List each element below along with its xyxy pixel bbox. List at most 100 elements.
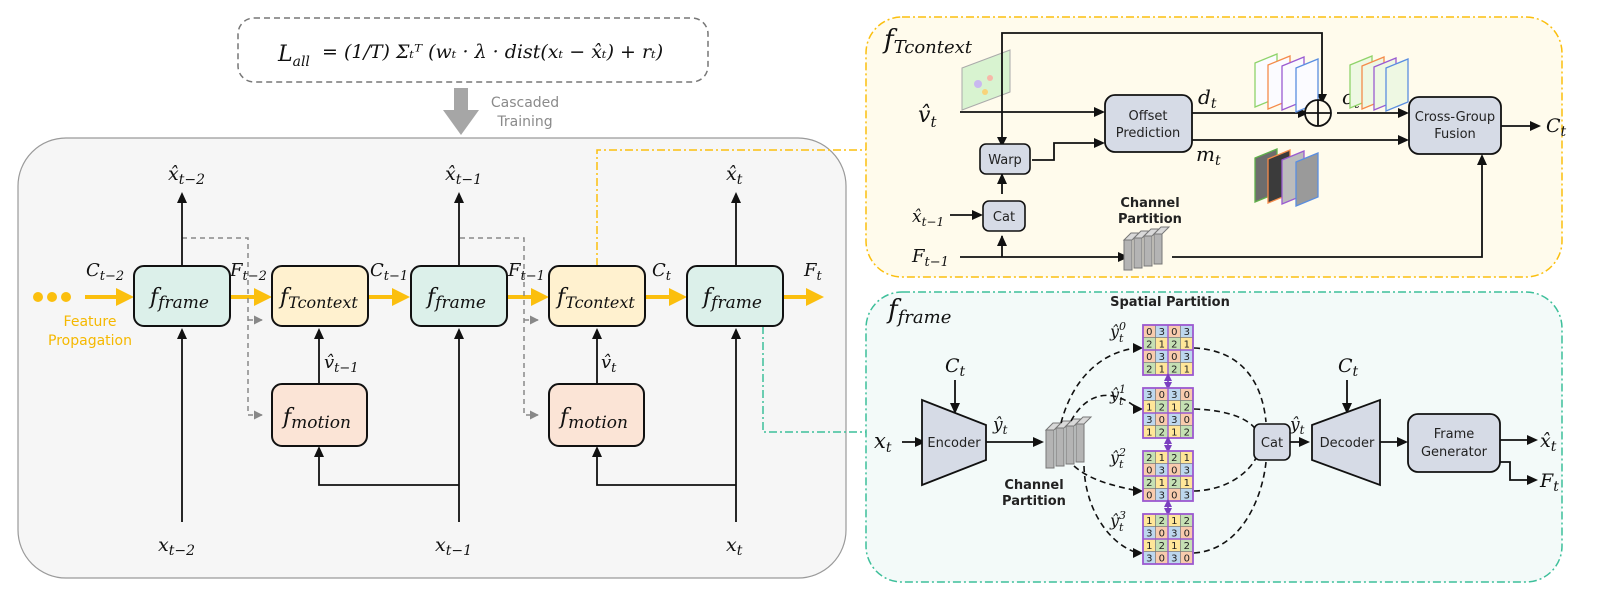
svg-text:Cross-Group: Cross-Group bbox=[1415, 110, 1495, 125]
grid-cell-value: 0 bbox=[1146, 491, 1152, 502]
frame-zoom-connector bbox=[762, 326, 868, 433]
frame-block-t-2[interactable]: fframe bbox=[133, 265, 231, 327]
grid-divider bbox=[1143, 514, 1193, 564]
frame-y-hat-2: ŷt bbox=[1289, 415, 1305, 437]
grid-cell-value: 2 bbox=[1146, 478, 1152, 489]
frame-y-hat: ŷt bbox=[992, 415, 1008, 437]
grid-divider bbox=[1143, 451, 1193, 501]
grid-cell-value: 1 bbox=[1146, 403, 1152, 414]
grid-divider bbox=[1143, 388, 1193, 438]
label-f-t-2: Ft−2 bbox=[229, 260, 267, 284]
svg-text:Cat: Cat bbox=[993, 210, 1015, 225]
grid-cell-value: 2 bbox=[1184, 516, 1190, 527]
grid-cell-value: 1 bbox=[1159, 453, 1165, 464]
frame-ctx-in-2: Ct bbox=[1338, 355, 1359, 380]
grid-cell-value: 3 bbox=[1171, 529, 1177, 540]
cascaded-training-arrow bbox=[443, 88, 479, 135]
tcontext-arrowheads bbox=[972, 94, 1541, 262]
offset-maps-d bbox=[1254, 53, 1319, 113]
svg-text:Fusion: Fusion bbox=[1434, 127, 1476, 142]
grid-cell-value: 2 bbox=[1159, 541, 1165, 552]
grid-cell-value: 3 bbox=[1146, 415, 1152, 426]
cat-box-tcontext[interactable]: Cat bbox=[982, 200, 1026, 232]
grid-cell-value: 1 bbox=[1184, 340, 1190, 351]
input-x-t: xt bbox=[726, 534, 743, 559]
grid-cell-value: 3 bbox=[1171, 554, 1177, 565]
grid-cell-value: 2 bbox=[1146, 340, 1152, 351]
grid-cell-value: 1 bbox=[1159, 478, 1165, 489]
offset-prediction-box[interactable]: Offset Prediction bbox=[1104, 94, 1193, 153]
encoder-block[interactable]: Encoder bbox=[921, 398, 987, 487]
label-v-t: v̂t bbox=[601, 352, 617, 376]
label-c-t: Ct bbox=[652, 260, 672, 284]
cross-group-fusion-box[interactable]: Cross-Group Fusion bbox=[1408, 96, 1502, 155]
grid-cell-value: 0 bbox=[1159, 390, 1165, 401]
label-v-t-1: v̂t−1 bbox=[324, 352, 359, 376]
grid-cell-value: 1 bbox=[1146, 428, 1152, 439]
frame-block-t-1[interactable]: fframe bbox=[410, 265, 508, 327]
channel-partition-frame bbox=[1044, 416, 1093, 469]
grid-cell-value: 3 bbox=[1184, 327, 1190, 338]
pipeline-panel bbox=[17, 137, 847, 579]
frame-ctx-in: Ct bbox=[945, 355, 966, 380]
output-x-hat-t-1: x̂t−1 bbox=[445, 163, 482, 188]
grid-cell-value: 1 bbox=[1184, 365, 1190, 376]
partition-label-frame: Partition bbox=[1002, 494, 1066, 509]
flow-thumbnail bbox=[961, 49, 1011, 111]
grid-cell-value: 0 bbox=[1171, 327, 1177, 338]
tctx-input-f: Ft−1 bbox=[911, 246, 949, 270]
grid-cell-value: 0 bbox=[1171, 491, 1177, 502]
grid-cell-value: 2 bbox=[1171, 340, 1177, 351]
svg-text:Decoder: Decoder bbox=[1320, 436, 1375, 451]
svg-text:Generator: Generator bbox=[1421, 445, 1488, 460]
label-d-t: dt bbox=[1198, 85, 1217, 112]
frame-input-x: xt bbox=[874, 429, 892, 456]
grid-cell-value: 1 bbox=[1184, 453, 1190, 464]
arrow-heads bbox=[177, 192, 741, 457]
grid-cell-value: 1 bbox=[1184, 478, 1190, 489]
grid-cell-value: 2 bbox=[1146, 365, 1152, 376]
tcontext-block-t[interactable]: fTcontext bbox=[548, 265, 646, 327]
loss-lhs: Lall bbox=[277, 42, 310, 70]
svg-text:Frame: Frame bbox=[1434, 427, 1475, 442]
decoder-block[interactable]: Decoder bbox=[1311, 398, 1381, 487]
grid-cell-value: 0 bbox=[1184, 415, 1190, 426]
grid-cell-value: 2 bbox=[1171, 478, 1177, 489]
frame-block-t[interactable]: fframe bbox=[686, 265, 784, 327]
grid-cell-value: 3 bbox=[1146, 529, 1152, 540]
label-c-t-1: Ct−1 bbox=[370, 260, 408, 284]
grid-cell-value: 3 bbox=[1159, 327, 1165, 338]
grid-cell-value: 1 bbox=[1171, 516, 1177, 527]
loss-formula-box: Lall = (1/T) Σₜᵀ (wₜ · λ · dist(xₜ − x̂ₜ… bbox=[237, 17, 709, 83]
cat-box-frame[interactable]: Cat bbox=[1253, 423, 1291, 461]
motion-block-t[interactable]: fmotion bbox=[548, 383, 645, 447]
tcontext-zoom-connector bbox=[596, 149, 880, 266]
group-arrowheads bbox=[1133, 343, 1143, 558]
grid-cell-value: 3 bbox=[1146, 390, 1152, 401]
grid-cell-value: 3 bbox=[1171, 415, 1177, 426]
spatial-partition-label: Spatial Partition bbox=[1110, 295, 1230, 310]
motion-block-t-1[interactable]: fmotion bbox=[271, 383, 368, 447]
warp-box[interactable]: Warp bbox=[979, 143, 1031, 175]
label-m-t: mt bbox=[1196, 142, 1221, 169]
grid-cell-value: 3 bbox=[1159, 466, 1165, 477]
grid-cell-value: 1 bbox=[1159, 365, 1165, 376]
frame-panel bbox=[865, 291, 1563, 583]
grid-cell-value: 0 bbox=[1146, 466, 1152, 477]
training-label: Training bbox=[496, 114, 552, 130]
frame-generator-box[interactable]: Frame Generator bbox=[1407, 413, 1501, 473]
grid-cell-value: 1 bbox=[1171, 428, 1177, 439]
grid-cell-value: 0 bbox=[1171, 466, 1177, 477]
svg-text:Cat: Cat bbox=[1261, 436, 1283, 451]
grid-cell-value: 3 bbox=[1184, 466, 1190, 477]
grid-cell-value: 2 bbox=[1184, 428, 1190, 439]
loss-formula: = (1/T) Σₜᵀ (wₜ · λ · dist(xₜ − x̂ₜ) + r… bbox=[322, 41, 663, 63]
frame-out-x-hat: x̂t bbox=[1540, 430, 1557, 455]
label-f-t-1: Ft−1 bbox=[507, 260, 545, 284]
svg-text:Offset: Offset bbox=[1128, 109, 1167, 124]
tcontext-block-t-1[interactable]: fTcontext bbox=[271, 265, 369, 327]
